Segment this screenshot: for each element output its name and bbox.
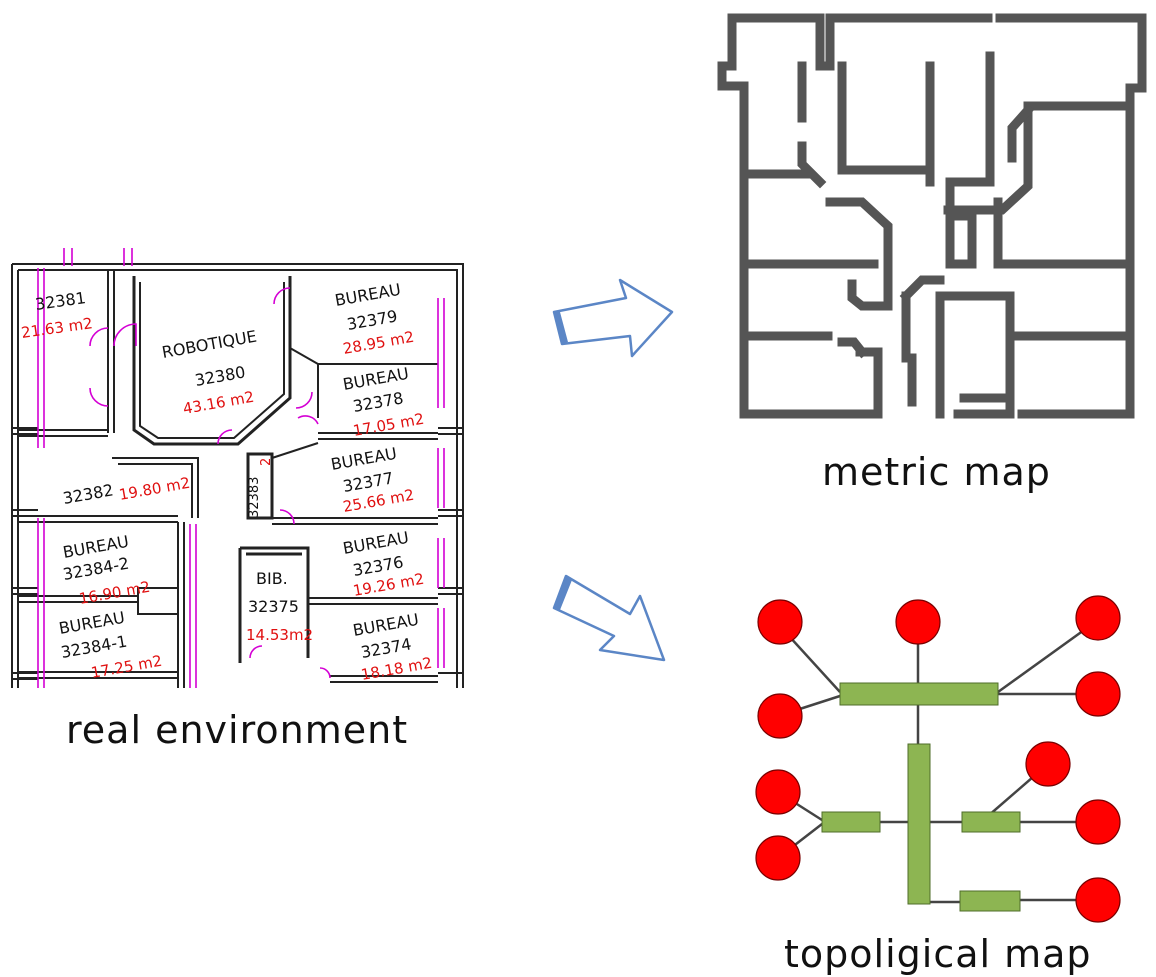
real-environment-caption: real environment (66, 708, 409, 752)
metric-map-caption: metric map (822, 450, 1051, 494)
room-label: 32378 (351, 388, 404, 416)
room-label: BIB. (256, 569, 288, 588)
topological-map-caption: topoligical map (784, 932, 1092, 976)
edge-node (959, 890, 1021, 912)
edge-node (907, 743, 931, 905)
edge-node (839, 682, 999, 706)
room-node (755, 769, 801, 815)
room-label: 32382 (61, 480, 114, 508)
room-node (1075, 877, 1121, 923)
edge-node (961, 811, 1021, 833)
topology-room-nodes (755, 595, 1121, 923)
room-label: 32383 (247, 477, 262, 518)
room-area: 14.53m2 (246, 626, 313, 644)
room-label: 2 (259, 458, 274, 466)
arrow-right-icon (552, 278, 674, 358)
room-area: 19.80 m2 (118, 474, 192, 504)
edge-node (821, 811, 881, 833)
room-node (757, 693, 803, 739)
room-label: 32380 (193, 362, 246, 390)
room-node (1025, 741, 1071, 787)
topology-edge-nodes (821, 682, 1021, 912)
room-node (1075, 671, 1121, 717)
room-area: 21.63 m2 (20, 314, 94, 342)
room-node (755, 835, 801, 881)
room-label: 32381 (34, 288, 87, 314)
room-area: 16.90 m2 (78, 578, 152, 608)
metric-map (717, 13, 1147, 419)
room-label: 32375 (248, 597, 299, 616)
topological-map (755, 595, 1121, 923)
floor-plan-walls (11, 263, 464, 688)
room-area: 43.16 m2 (182, 388, 256, 418)
room-label: BUREAU (351, 610, 420, 640)
arrow-down-right-icon (552, 574, 666, 662)
room-node (1075, 595, 1121, 641)
floor-plan-labels: 32381 21.63 m2 ROBOTIQUE 32380 43.16 m2 … (20, 280, 433, 684)
floor-plan-doors (37, 248, 445, 688)
floor-plan: 32381 21.63 m2 ROBOTIQUE 32380 43.16 m2 … (11, 248, 464, 688)
room-node (895, 599, 941, 645)
room-node (757, 599, 803, 645)
room-label: BUREAU (333, 280, 402, 310)
room-node (1075, 799, 1121, 845)
room-label: 32379 (345, 306, 398, 334)
room-label: ROBOTIQUE (160, 327, 258, 362)
